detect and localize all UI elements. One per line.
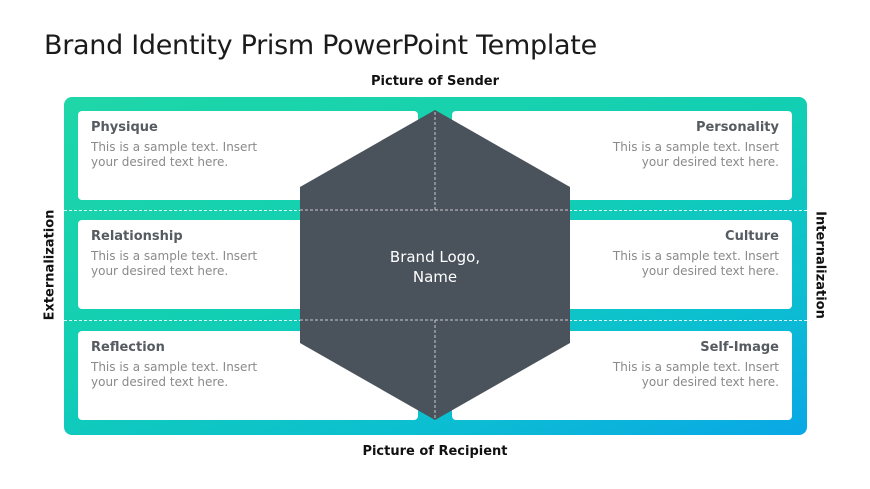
card-body: This is a sample text. Insert your desir… — [612, 140, 779, 169]
card-body: This is a sample text. Insert your desir… — [612, 360, 779, 389]
brand-logo-line1: Brand Logo, — [389, 248, 481, 266]
card-body: This is a sample text. Insert your desir… — [91, 140, 258, 169]
hexagon-shape — [300, 110, 570, 420]
slide-title: Brand Identity Prism PowerPoint Template — [44, 30, 597, 61]
card-body: This is a sample text. Insert your desir… — [91, 249, 258, 278]
card-title: Physique — [91, 120, 158, 135]
card-body: This is a sample text. Insert your desir… — [612, 249, 779, 278]
card-title: Culture — [725, 229, 779, 244]
card-title: Self-Image — [700, 340, 779, 355]
top-axis-label: Picture of Sender — [371, 74, 499, 89]
brand-logo-line2: Name — [412, 268, 458, 286]
bottom-axis-label: Picture of Recipient — [362, 444, 508, 459]
card-body: This is a sample text. Insert your desir… — [91, 360, 258, 389]
brand-logo-label: Brand Logo, Name — [335, 247, 535, 287]
card-title: Personality — [695, 120, 779, 135]
card-title: Reflection — [91, 340, 165, 355]
card-title: Relationship — [91, 229, 183, 244]
